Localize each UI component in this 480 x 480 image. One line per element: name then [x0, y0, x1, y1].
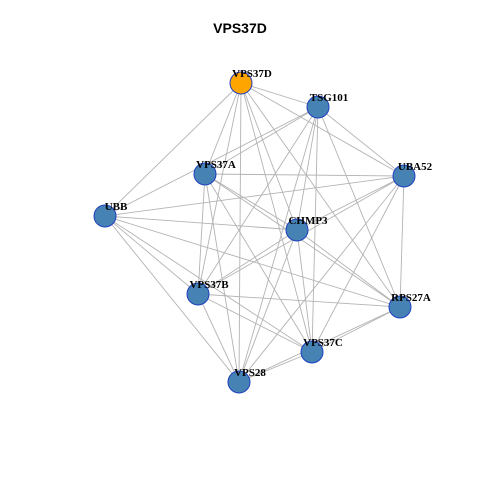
edge-tsg101-vps37a [204, 106, 319, 175]
node-vps37b [186, 282, 210, 306]
edge-tsg101-rps27a [317, 106, 401, 308]
node-layer [93, 71, 416, 394]
node-rps27a [388, 295, 412, 319]
edge-vps37b-vps37c [197, 293, 313, 353]
node-chmp3 [285, 218, 309, 242]
figure-title: VPS37D [213, 20, 267, 36]
node-label-uba52: UBA52 [398, 161, 433, 173]
node-ubb [93, 204, 117, 228]
node-label-tsg101: TSG101 [310, 92, 349, 104]
edge-chmp3-vps28 [238, 229, 298, 383]
edge-vps37d-vps37a [204, 82, 242, 175]
edge-layer [104, 82, 405, 383]
edge-vps37d-ubb [104, 82, 242, 217]
edge-vps37d-uba52 [240, 82, 405, 177]
edge-vps37c-vps28 [238, 351, 313, 383]
edge-chmp3-vps37b [197, 229, 298, 295]
edge-vps37a-rps27a [204, 173, 401, 308]
edge-ubb-vps37b [104, 215, 199, 295]
node-label-vps37c: VPS37C [303, 337, 343, 349]
edge-tsg101-vps28 [238, 106, 319, 383]
edge-ubb-chmp3 [104, 215, 298, 231]
edge-uba52-rps27a [399, 175, 405, 308]
node-vps37d [229, 71, 253, 95]
edge-vps37a-chmp3 [204, 173, 298, 231]
node-label-rps27a: RPS27A [391, 292, 431, 304]
edge-vps37d-vps37b [197, 82, 242, 295]
edge-uba52-vps28 [238, 175, 405, 383]
edge-vps37d-rps27a [240, 82, 401, 308]
node-label-vps37d: VPS37D [232, 68, 272, 80]
edge-uba52-chmp3 [296, 175, 405, 231]
edge-vps37d-chmp3 [240, 82, 298, 231]
edge-tsg101-vps37b [197, 106, 319, 295]
edge-rps27a-vps37c [311, 306, 401, 353]
edge-ubb-vps37c [104, 215, 313, 353]
node-tsg101 [306, 95, 330, 119]
edge-tsg101-chmp3 [296, 106, 319, 231]
edge-vps37a-vps37b [197, 173, 206, 295]
node-vps37a [193, 162, 217, 186]
node-label-vps28: VPS28 [234, 367, 266, 379]
edge-tsg101-ubb [104, 106, 319, 217]
edge-uba52-vps37c [311, 175, 405, 353]
edge-vps37b-vps28 [197, 293, 240, 383]
edge-ubb-rps27a [104, 215, 401, 308]
edge-vps37a-uba52 [204, 173, 405, 177]
edge-chmp3-rps27a [296, 229, 401, 308]
node-label-ubb: UBB [105, 201, 128, 213]
node-label-vps37a: VPS37A [196, 159, 236, 171]
edge-vps37b-rps27a [197, 293, 401, 308]
edge-tsg101-vps37c [311, 106, 319, 353]
edge-tsg101-uba52 [317, 106, 405, 177]
node-uba52 [392, 164, 416, 188]
node-label-chmp3: CHMP3 [288, 215, 328, 227]
edge-ubb-vps28 [104, 215, 240, 383]
edge-vps37d-tsg101 [240, 82, 319, 108]
node-vps37c [300, 340, 324, 364]
edge-chmp3-vps37c [296, 229, 313, 353]
node-vps28 [227, 370, 251, 394]
edge-uba52-ubb [104, 175, 405, 217]
node-label-vps37b: VPS37B [189, 279, 229, 291]
